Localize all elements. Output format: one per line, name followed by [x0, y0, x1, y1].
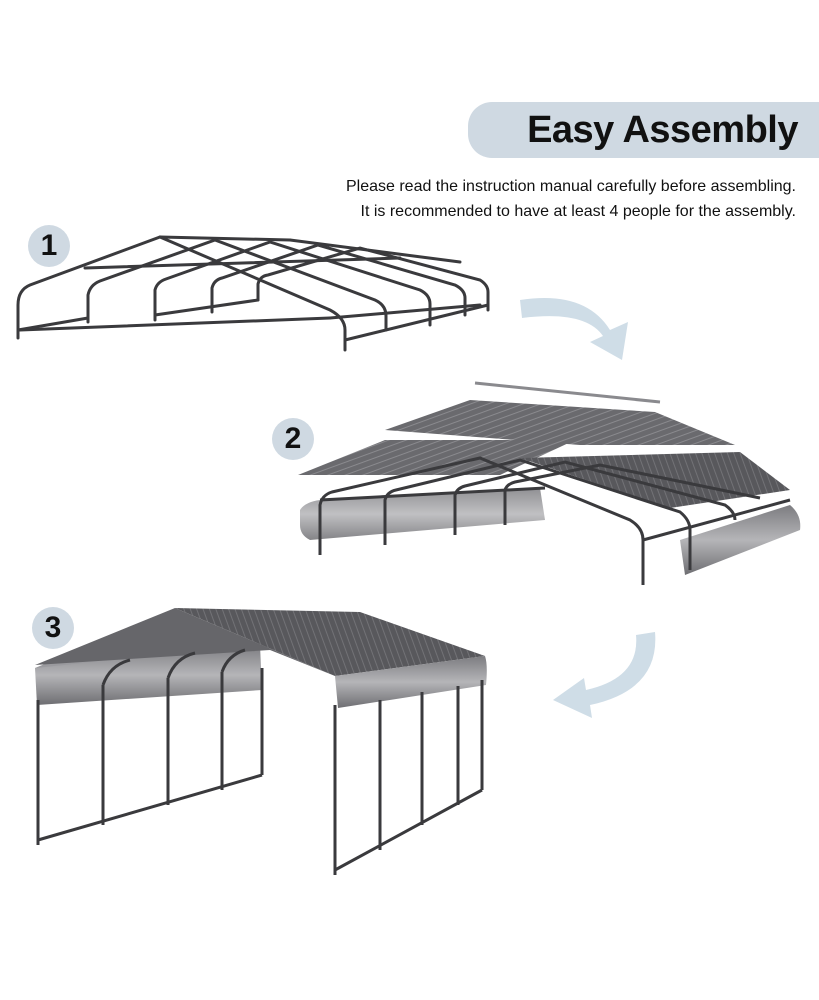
step-2-badge: 2: [272, 418, 314, 460]
curved-arrow-icon: [553, 632, 656, 718]
page-title: Easy Assembly: [527, 109, 798, 151]
step-3-badge: 3: [32, 607, 74, 649]
step-2-exploded: [298, 381, 801, 585]
curved-arrow-icon: [520, 298, 628, 360]
step-3-carport: [35, 608, 487, 875]
title-banner: Easy Assembly: [468, 102, 819, 158]
instruction-note-line-1: Please read the instruction manual caref…: [345, 178, 796, 195]
instruction-note-line-2: It is recommended to have at least 4 peo…: [360, 203, 797, 220]
step-1-badge: 1: [28, 225, 70, 267]
step-1-frame: [16, 235, 490, 352]
